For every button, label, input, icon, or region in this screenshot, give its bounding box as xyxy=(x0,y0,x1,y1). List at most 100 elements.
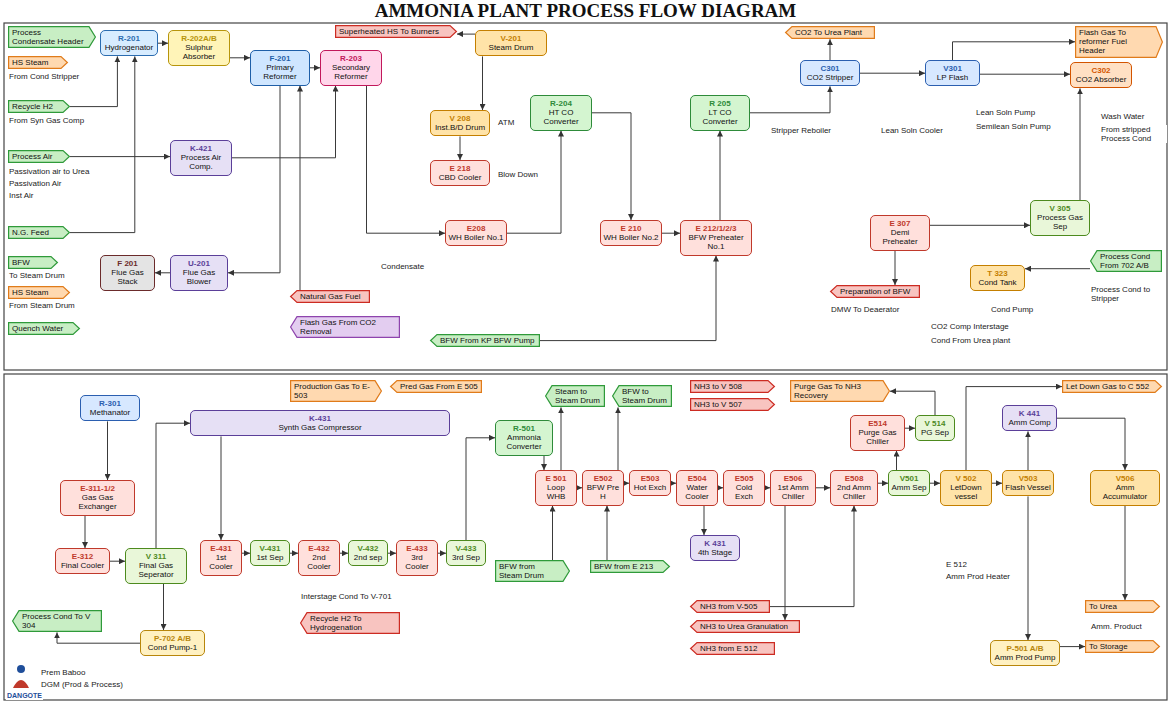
stream-terminal: BFW from E 213 xyxy=(590,560,670,573)
equipment-box: R-203Secondary Reformer xyxy=(320,50,382,86)
arrow-outline xyxy=(691,381,775,393)
process-line xyxy=(300,86,301,290)
note-label: Inst Air xyxy=(8,191,34,200)
stream-terminal: Recycle H2 xyxy=(8,100,70,113)
node-text: WH Boiler No.1 xyxy=(448,233,504,242)
equipment-box: V 311Final Gas Seperator xyxy=(125,548,187,584)
node-text: Amm Prod Pump xyxy=(993,653,1057,662)
equipment-tag: E-312 xyxy=(58,552,107,561)
equipment-box: E514Purge Gas Chiller xyxy=(850,415,905,451)
node-text: HS Steam xyxy=(12,288,60,297)
equipment-box: V 514PG Sep xyxy=(915,415,955,441)
node-text: 2nd sep xyxy=(351,553,385,562)
process-line xyxy=(816,487,830,488)
equipment-tag: V-432 xyxy=(351,544,385,553)
process-line xyxy=(457,34,475,35)
stream-terminal: Process Condensate Header xyxy=(8,26,96,48)
process-line xyxy=(770,506,854,607)
equipment-box: R-501Ammonia Converter xyxy=(495,420,553,456)
arrow-outline xyxy=(13,611,102,632)
stream-terminal: Quench Water xyxy=(8,322,80,335)
equipment-tag: U-201 xyxy=(173,259,225,268)
node-text: 1st Sep xyxy=(253,553,287,562)
equipment-box: E504Water Cooler xyxy=(676,470,718,506)
node-text: Production Gas To E-503 xyxy=(294,382,372,400)
node-text: Demi Preheater xyxy=(873,228,927,246)
equipment-box: E 212/1/2/3BFW Preheater No.1 xyxy=(680,220,752,256)
stream-terminal: BFW from Steam Drum xyxy=(495,560,570,582)
equipment-box: V301LP Flash xyxy=(925,60,980,86)
process-line xyxy=(1025,268,1090,269)
equipment-tag: K-431 xyxy=(193,414,447,423)
equipment-box: K-421Process Air Comp. xyxy=(170,140,232,176)
note-label: CO2 Comp Interstage xyxy=(930,322,1010,331)
note-label: Cond Pump xyxy=(990,305,1034,314)
diagram-title: AMMONIA PLANT PROCESS FLOW DIAGRAM xyxy=(0,1,1171,22)
node-text: Amm Accumulator xyxy=(1093,483,1157,501)
equipment-box: E502BFW Pre H xyxy=(582,470,624,506)
arrow-outline xyxy=(9,257,58,269)
equipment-box: R-202A/BSulphur Absorber xyxy=(168,30,230,66)
node-text: NH3 to V 507 xyxy=(694,400,765,409)
process-line xyxy=(242,553,250,554)
node-text: Sulphur Absorber xyxy=(171,43,227,61)
process-line xyxy=(507,131,561,234)
note-label: From Cond Stripper xyxy=(8,72,80,81)
equipment-tag: E514 xyxy=(853,419,902,428)
process-line xyxy=(953,42,1076,60)
equipment-box: U-201Flue Gas Blower xyxy=(170,255,228,291)
process-line xyxy=(438,553,446,554)
stream-terminal: Steam to Steam Drum xyxy=(545,385,605,407)
equipment-tag: E 501 xyxy=(538,474,574,483)
node-text: BFW Preheater No.1 xyxy=(683,233,749,251)
equipment-tag: P-702 A/B xyxy=(143,634,202,643)
bottom-frame xyxy=(4,374,1167,700)
stream-terminal: Preparation of BFW xyxy=(830,285,920,298)
node-text: Superheated HS To Burners xyxy=(339,27,447,36)
note-label: Semilean Soln Pump xyxy=(975,122,1052,131)
node-text: Primary Reformer xyxy=(253,63,307,81)
equipment-box: E503Hot Exch xyxy=(629,470,671,496)
equipment-tag: V501 xyxy=(891,474,927,483)
node-text: BFW from E 213 xyxy=(594,562,660,571)
equipment-box: R-301Methanator xyxy=(80,395,140,421)
node-text: LetDown vessel xyxy=(943,483,989,501)
process-line xyxy=(1028,496,1029,640)
equipment-box: V-201Steam Drum xyxy=(475,30,547,56)
node-text: 3rd Cooler xyxy=(399,553,435,571)
equipment-tag: V-201 xyxy=(478,34,544,43)
stream-terminal: Purge Gas To NH3 Recovery xyxy=(790,380,890,402)
node-text: Quench Water xyxy=(12,324,70,333)
process-line xyxy=(158,43,168,44)
process-line xyxy=(230,57,250,58)
equipment-tag: V301 xyxy=(928,64,977,73)
process-line xyxy=(930,483,940,484)
arrow-outline xyxy=(591,561,670,573)
equipment-box: V 208Inst.B/D Drum xyxy=(430,110,490,136)
stream-terminal: Let Down Gas to C 552 xyxy=(1062,380,1162,393)
node-text: Recycle H2 To Hydrogenation xyxy=(310,614,396,632)
node-text: Cond Tank xyxy=(973,278,1022,287)
node-text: Purge Gas Chiller xyxy=(853,428,902,446)
node-text: Flue Gas Blower xyxy=(173,268,225,286)
arrow-outline xyxy=(431,335,540,347)
node-text: HT CO Converter xyxy=(533,108,589,126)
arrow-outline xyxy=(9,151,70,163)
stream-terminal: NH3 to V 507 xyxy=(690,398,775,411)
node-text: Loop WHB xyxy=(538,483,574,501)
equipment-box: V 305Process Gas Sep xyxy=(1030,200,1090,236)
node-text: HS Steam xyxy=(12,58,58,67)
stream-terminal: BFW to Steam Drum xyxy=(612,385,672,407)
node-text: 1st Cooler xyxy=(203,553,239,571)
equipment-tag: E502 xyxy=(585,474,621,483)
arrow-outline xyxy=(291,291,370,303)
equipment-box: E208WH Boiler No.1 xyxy=(445,220,507,246)
equipment-tag: V503 xyxy=(1005,474,1051,483)
equipment-box: V-4311st Sep xyxy=(250,540,290,566)
node-text: 2nd Cooler xyxy=(301,553,337,571)
equipment-tag: R-204 xyxy=(533,99,589,108)
equipment-tag: R-201 xyxy=(103,34,155,43)
equipment-tag: V 502 xyxy=(943,474,989,483)
equipment-box: V506Amm Accumulator xyxy=(1090,470,1160,506)
node-text: BFW Pre H xyxy=(585,483,621,501)
